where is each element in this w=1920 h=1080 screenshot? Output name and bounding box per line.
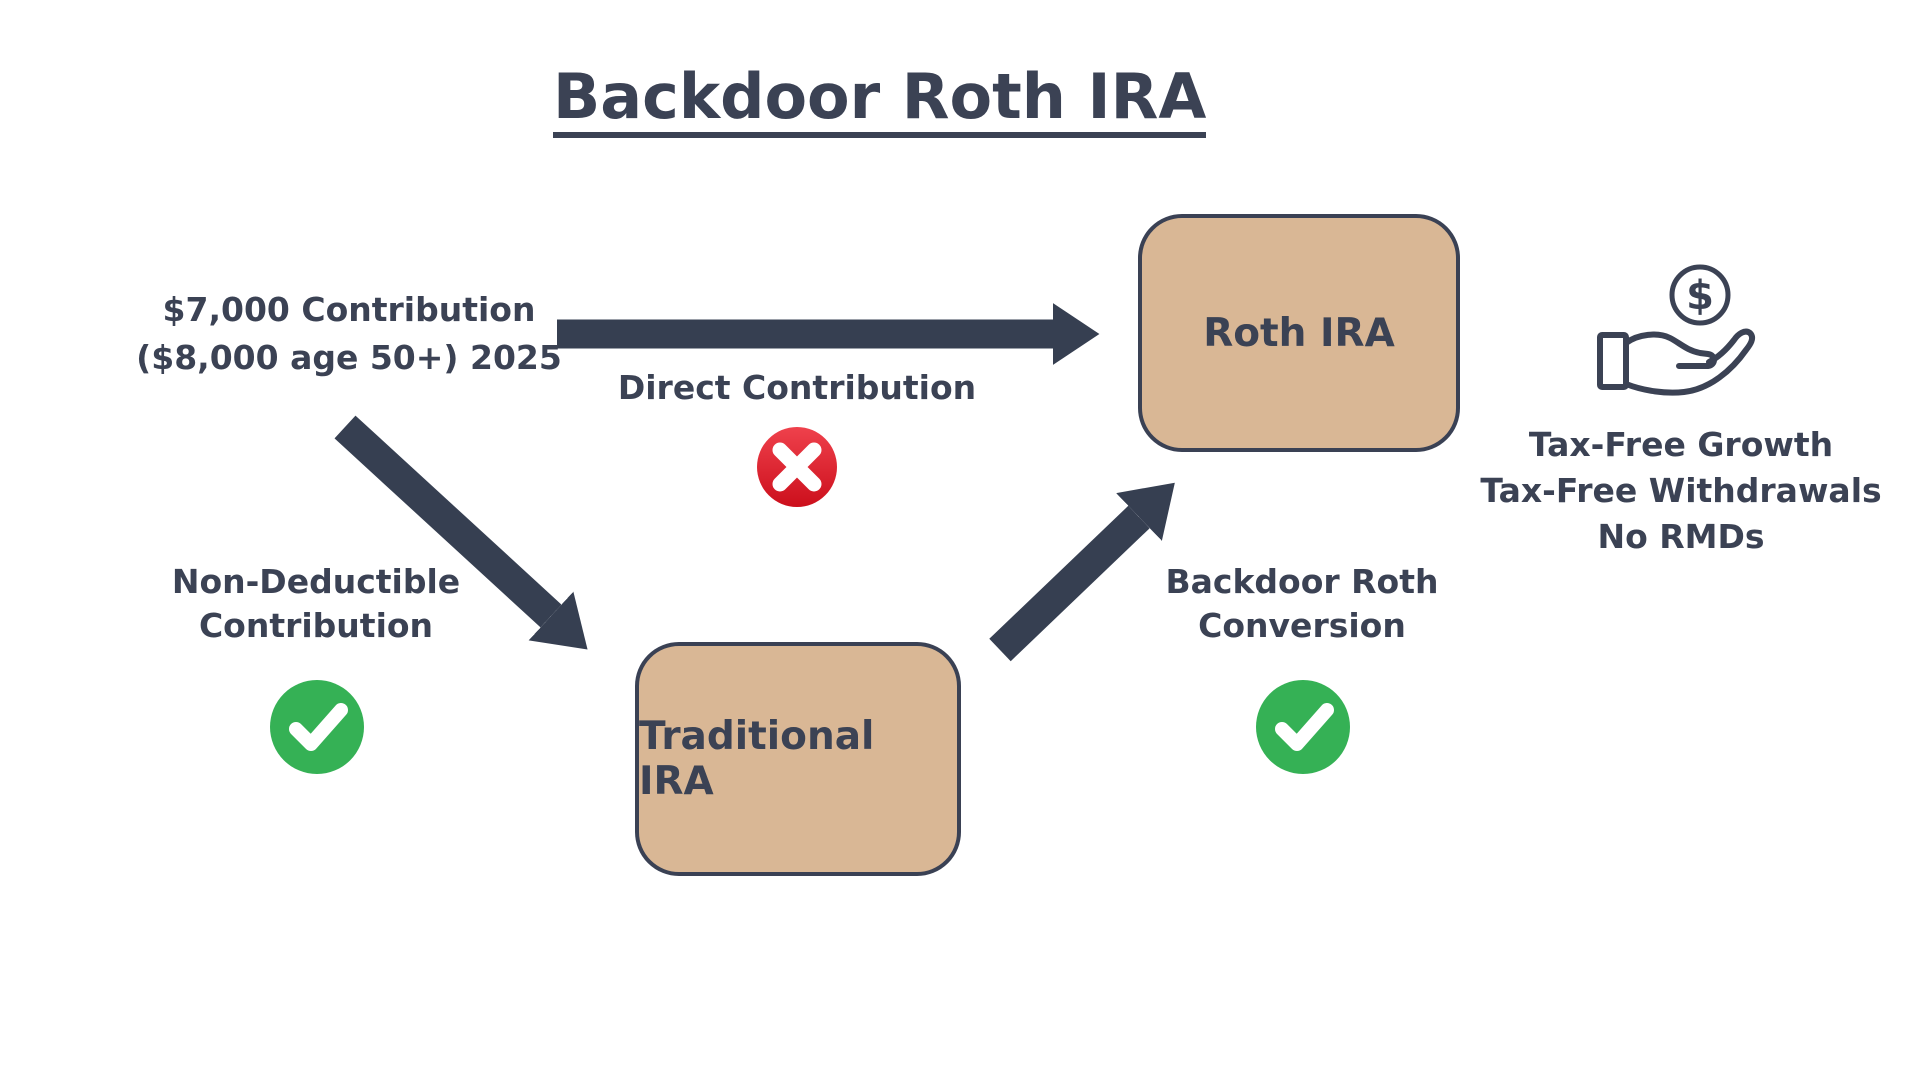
contribution-amount-line2: ($8,000 age 50+) 2025 [136, 338, 562, 377]
conversion-line1: Backdoor Roth [1165, 562, 1439, 601]
roth-ira-node: Roth IRA [1138, 214, 1460, 452]
contribution-amount-label: $7,000 Contribution ($8,000 age 50+) 202… [136, 286, 562, 382]
check-mark-icon [270, 680, 364, 774]
traditional-ira-label: Traditional IRA [639, 714, 875, 804]
non-deductible-contribution-label: Non-Deductible Contribution [172, 560, 460, 648]
benefit-growth: Tax-Free Growth [1528, 425, 1834, 464]
page-title: Backdoor Roth IRA [553, 62, 1207, 138]
dollar-coin-icon [1669, 264, 1731, 326]
hand-receiving-dollar-icon: $ [1597, 264, 1756, 396]
conversion-line2: Conversion [1198, 606, 1406, 645]
traditional-ira-node: Traditional IRA [635, 642, 961, 876]
direct-contribution-label: Direct Contribution [617, 368, 977, 407]
benefit-no-rmds: No RMDs [1597, 517, 1765, 556]
check-mark-icon [1256, 680, 1350, 774]
backdoor-conversion-arrow [989, 482, 1175, 662]
non-deductible-line1: Non-Deductible [171, 562, 461, 601]
dollar-symbol: $ [1686, 273, 1714, 319]
contribution-amount-line1: $7,000 Contribution [162, 290, 536, 329]
roth-benefits-label: Tax-Free Growth Tax-Free Withdrawals No … [1480, 422, 1881, 560]
roth-ira-label: Roth IRA [1203, 310, 1395, 356]
non-deductible-line2: Contribution [198, 606, 434, 645]
cross-mark-icon [757, 427, 837, 507]
benefit-withdrawals: Tax-Free Withdrawals [1480, 471, 1882, 510]
backdoor-conversion-label: Backdoor Roth Conversion [1165, 560, 1438, 648]
